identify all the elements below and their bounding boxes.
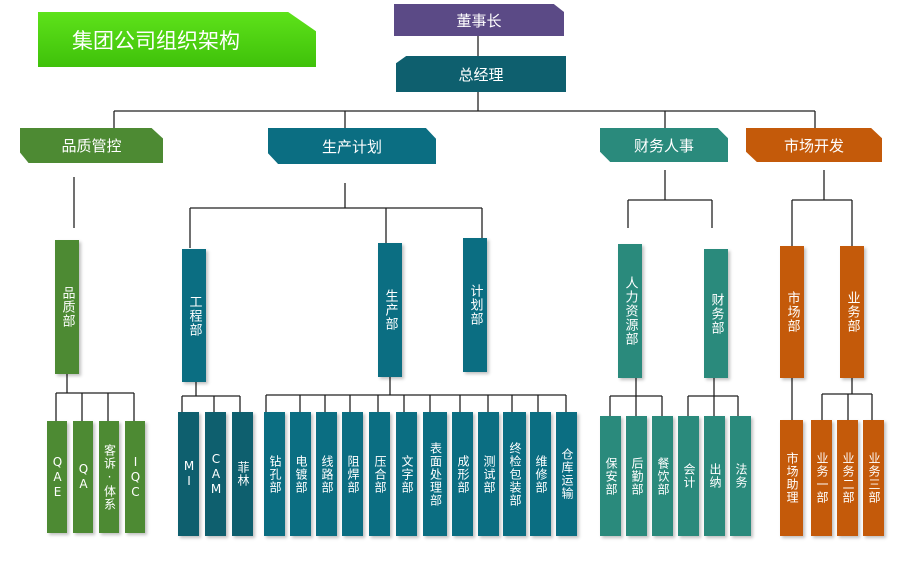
division-finance: 财务人事: [600, 128, 728, 162]
unit-final-inspection: 终检包装部: [503, 412, 526, 536]
unit-business-2: 业务二部: [837, 420, 858, 536]
dept-production: 生产部: [378, 243, 402, 377]
unit-drilling: 钻孔部: [264, 412, 285, 536]
chart-title: 集团公司组织架构: [38, 12, 316, 67]
unit-circuit: 线路部: [316, 412, 337, 536]
unit-warehouse: 仓库运输: [556, 412, 577, 536]
unit-legal: 法务: [730, 416, 751, 536]
unit-iqc: IQC: [125, 421, 145, 533]
unit-accounting: 会计: [678, 416, 699, 536]
dept-engineering: 工程部: [182, 249, 206, 382]
unit-cam: CAM: [205, 412, 226, 536]
dept-planning: 计划部: [463, 238, 487, 372]
unit-security: 保安部: [600, 416, 621, 536]
unit-qa: QA: [73, 421, 93, 533]
dept-quality: 品质部: [55, 240, 79, 374]
dept-hr: 人力资源部: [618, 244, 642, 378]
chairman-box: 董事长: [394, 4, 564, 36]
dept-market: 市场部: [780, 246, 804, 378]
unit-market-assistant: 市场助理: [780, 420, 803, 536]
unit-business-3: 业务三部: [863, 420, 884, 536]
unit-mi: MI: [178, 412, 199, 536]
unit-legend-print: 文字部: [396, 412, 417, 536]
unit-lamination: 压合部: [369, 412, 390, 536]
unit-surface-treatment: 表面处理部: [423, 412, 447, 536]
unit-plating: 电镀部: [290, 412, 311, 536]
unit-solder-mask: 阻焊部: [342, 412, 363, 536]
unit-business-1: 业务一部: [811, 420, 832, 536]
unit-maintenance: 维修部: [530, 412, 551, 536]
dept-finance: 财务部: [704, 249, 728, 378]
unit-forming: 成形部: [452, 412, 473, 536]
division-production: 生产计划: [268, 128, 436, 164]
division-market: 市场开发: [746, 128, 882, 162]
unit-logistics: 后勤部: [626, 416, 647, 536]
dept-business: 业务部: [840, 246, 864, 378]
unit-complaint-system: 客诉·体系: [99, 421, 119, 533]
unit-catering: 餐饮部: [652, 416, 673, 536]
unit-film: 菲林: [232, 412, 253, 536]
general-manager-box: 总经理: [396, 56, 566, 92]
unit-cashier: 出纳: [704, 416, 725, 536]
unit-qae: QAE: [47, 421, 67, 533]
unit-testing: 测试部: [478, 412, 499, 536]
division-quality: 品质管控: [20, 128, 163, 163]
